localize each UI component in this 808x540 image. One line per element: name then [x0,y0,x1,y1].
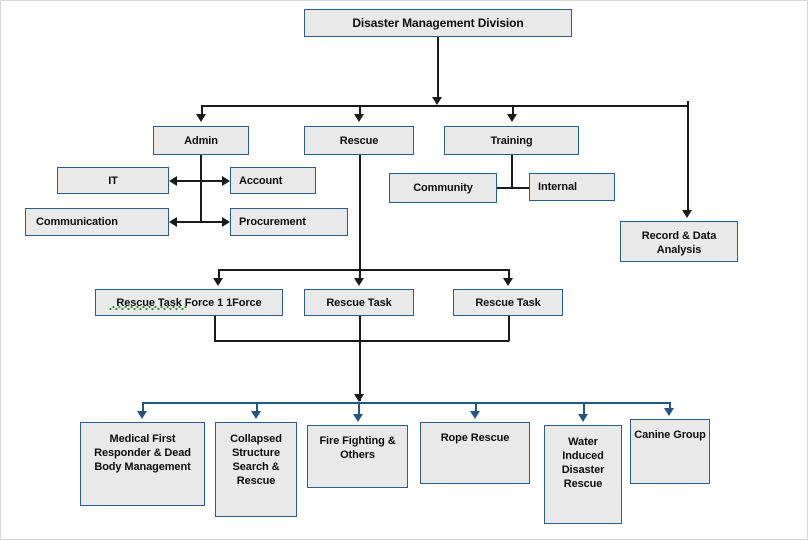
arrow-to-canine [664,408,674,416]
arrow-to-communication [169,217,177,227]
arrow-to-procurement [222,217,230,227]
node-label: Rescue Task [326,296,392,309]
connector-rt2-stem [359,316,361,401]
connector-communication-procurement [177,221,225,223]
connector-bar-to-collapsed [256,402,258,414]
node-record-data-analysis[interactable]: Record & Data Analysis [620,221,738,262]
node-admin[interactable]: Admin [153,126,249,155]
node-label: Rescue Task [475,296,541,309]
connector-rt3-bottom [508,316,510,341]
node-training[interactable]: Training [444,126,579,155]
node-label: Collapsed Structure Search & Rescue [230,433,282,487]
connector-it-account [177,180,225,182]
connector-bar-to-record [687,101,689,213]
arrow-to-medical [137,411,147,419]
connector-bar-to-rt2 [359,269,361,280]
node-canine-group[interactable]: Canine Group [630,419,710,484]
node-internal[interactable]: Internal [529,173,615,201]
connector-bar-to-admin [201,105,203,116]
arrow-to-rt3 [503,278,513,286]
node-label: Training [490,134,533,147]
node-label: Community [413,182,473,194]
connector-bar-to-canine [669,402,671,411]
node-label: Rescue [339,134,379,147]
arrow-to-rope [470,411,480,419]
connector-bar-to-fire [358,402,360,417]
arrow-root-to-bar [432,97,442,105]
connector-bar-to-rt3 [508,269,510,280]
node-rescue-task-2[interactable]: Rescue Task [304,289,414,316]
arrow-to-admin [196,114,206,122]
node-procurement[interactable]: Procurement [230,208,348,236]
node-label: Medical First Responder & Dead Body Mana… [94,433,191,473]
node-disaster-management-division[interactable]: Disaster Management Division [304,9,572,37]
spellcheck-underline-icon [109,306,187,310]
node-label: IT [108,174,118,187]
node-label: Communication [36,216,118,228]
connector-community-internal [497,187,530,189]
node-water-induced-disaster-rescue[interactable]: Water Induced Disaster Rescue [544,425,622,524]
node-label: Admin [184,134,218,147]
connector-bar-to-rtf1 [218,269,220,280]
node-community[interactable]: Community [389,173,497,203]
node-label: Disaster Management Division [352,16,524,30]
connector-rtf1-bottom [214,316,216,341]
node-medical-first-responder[interactable]: Medical First Responder & Dead Body Mana… [80,422,205,506]
connector-bar-to-rescue [359,105,361,116]
node-label: Canine Group [634,429,706,441]
connector-training-stem [511,155,513,188]
node-label: Internal [538,181,577,193]
node-rescue[interactable]: Rescue [304,126,414,155]
node-fire-fighting-others[interactable]: Fire Fighting & Others [307,425,408,488]
connector-rescue-spine [359,155,361,270]
node-communication[interactable]: Communication [25,208,169,236]
node-label-line1: Record & Data [641,230,717,242]
node-rope-rescue[interactable]: Rope Rescue [420,422,530,484]
connector-bottom-bar [142,402,670,404]
connector-bar-to-rope [475,402,477,414]
node-label: Rope Rescue [440,432,510,444]
arrow-to-bottom-bar [354,394,364,402]
node-label-line2: Analysis [656,244,702,256]
node-label: Procurement [239,216,306,228]
node-label: Account [239,174,283,187]
node-label: Water Induced Disaster Rescue [561,436,605,490]
connector-bar-to-water [583,402,585,417]
node-label: Fire Fighting & Others [319,435,396,461]
connector-admin-spine [200,155,202,222]
node-account[interactable]: Account [230,167,316,194]
connector-bar-to-training [512,105,514,116]
arrow-to-training [507,114,517,122]
node-label: Rescue Task Force 1 1Force [116,296,262,309]
node-label: Record & Data Analysis [624,229,734,257]
node-collapsed-structure-search-rescue[interactable]: Collapsed Structure Search & Rescue [215,422,297,517]
arrow-to-rescue [354,114,364,122]
connector-root-stem [437,37,439,100]
arrow-to-water [578,414,588,422]
arrow-to-account [222,176,230,186]
arrow-to-rtf1 [213,278,223,286]
arrow-to-it [169,176,177,186]
connector-main-bar [201,105,689,107]
arrow-to-rt2 [354,278,364,286]
connector-taskforce-join [214,340,509,342]
arrow-to-fire [353,414,363,422]
arrow-to-collapsed [251,411,261,419]
connector-taskforce-bar [218,269,508,271]
node-rescue-task-force-1[interactable]: Rescue Task Force 1 1Force [95,289,283,316]
arrow-to-record [682,210,692,218]
node-it[interactable]: IT [57,167,169,194]
connector-bar-to-medical [142,402,144,414]
node-rescue-task-3[interactable]: Rescue Task [453,289,563,316]
